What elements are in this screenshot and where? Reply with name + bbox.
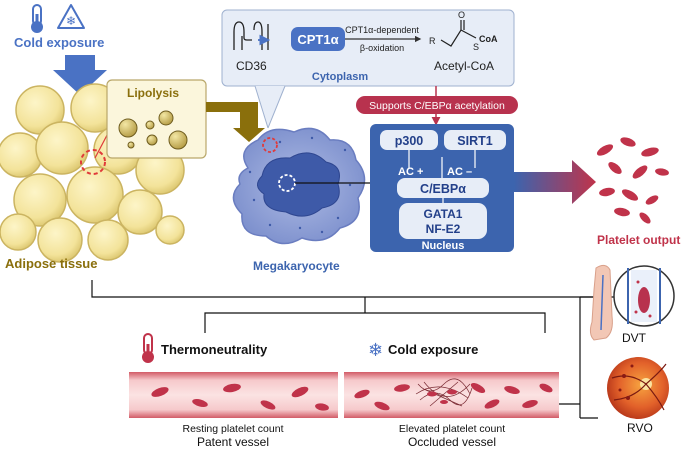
elevated-platelet-label: Elevated platelet count bbox=[399, 423, 505, 435]
patent-vessel-label: Patent vessel bbox=[197, 435, 269, 449]
rvo-label: RVO bbox=[627, 421, 653, 435]
gata1-label: GATA1 bbox=[424, 207, 463, 221]
olive-arrow-icon bbox=[206, 102, 265, 142]
cebpa-label: C/EBPα bbox=[420, 182, 466, 196]
nfe2-label: NF-E2 bbox=[426, 222, 461, 236]
cd36-transporter-icon bbox=[233, 21, 271, 50]
cpt1a-dependent-label: CPT1α-dependent bbox=[345, 25, 419, 35]
lipid-droplets-icon bbox=[118, 110, 188, 150]
cold-exposure-label: Cold exposure bbox=[14, 35, 104, 50]
leg-icon bbox=[589, 264, 613, 341]
ac-plus-label: AC + bbox=[398, 166, 423, 178]
gata1-nfe2-badge bbox=[399, 203, 487, 239]
lipolysis-label: Lipolysis bbox=[127, 86, 179, 100]
adipose-tissue-label: Adipose tissue bbox=[5, 256, 97, 271]
cd36-label: CD36 bbox=[236, 59, 267, 73]
retina-icon bbox=[607, 357, 669, 419]
zoom-circle-adipose bbox=[80, 149, 106, 175]
supports-acetylation-label: Supports C/EBPα acetylation bbox=[369, 100, 505, 112]
platelet-output-arrow bbox=[514, 160, 596, 204]
acetyl-coa-structure: R O S CoA bbox=[429, 10, 498, 52]
cpt1a-badge bbox=[291, 27, 345, 51]
r-group-label: R bbox=[429, 36, 436, 46]
callout-pointer bbox=[255, 86, 285, 128]
ac-minus-label: AC – bbox=[447, 166, 472, 178]
oxygen-label: O bbox=[458, 10, 465, 20]
snowflake-warning-icon: ❄ bbox=[57, 4, 85, 29]
acetyl-coa-label: Acetyl-CoA bbox=[434, 59, 494, 73]
thermometer-icon bbox=[31, 4, 43, 33]
coa-label: CoA bbox=[479, 34, 498, 44]
cytoplasm-title: Cytoplasm bbox=[312, 71, 368, 83]
down-arrow-icon bbox=[53, 55, 107, 95]
zoom-circle-cytoplasm bbox=[262, 137, 278, 153]
p300-badge bbox=[380, 130, 438, 150]
snowflake-icon: ❄ bbox=[368, 340, 383, 360]
sulfur-label: S bbox=[473, 42, 479, 52]
cebpa-badge bbox=[397, 178, 489, 198]
sirt1-badge bbox=[444, 130, 506, 150]
sirt1-label: SIRT1 bbox=[457, 134, 492, 148]
supports-acetylation-pill bbox=[356, 96, 518, 114]
dvt-vein-zoom-icon bbox=[613, 265, 675, 327]
nucleus-title: Nucleus bbox=[422, 240, 465, 252]
platelet-cluster-icon bbox=[596, 137, 669, 224]
cold-exposure-bottom-label: Cold exposure bbox=[388, 342, 478, 357]
occluded-vessel-label: Occluded vessel bbox=[408, 435, 496, 449]
thermoneutrality-label: Thermoneutrality bbox=[161, 342, 268, 357]
beta-oxidation-label: β-oxidation bbox=[360, 43, 404, 53]
svg-text:❄: ❄ bbox=[66, 14, 76, 28]
patent-vessel-illustration bbox=[129, 372, 338, 418]
megakaryocyte-cell-illustration bbox=[232, 127, 366, 245]
p300-label: p300 bbox=[395, 134, 424, 148]
resting-platelet-label: Resting platelet count bbox=[183, 423, 284, 435]
dvt-label: DVT bbox=[622, 331, 647, 345]
occluded-vessel-illustration bbox=[344, 372, 559, 418]
platelet-output-label: Platelet output bbox=[597, 233, 680, 247]
thermometer-warm-icon bbox=[142, 333, 154, 363]
megakaryocyte-label: Megakaryocyte bbox=[253, 259, 340, 273]
cpt1a-label: CPT1α bbox=[297, 32, 338, 47]
